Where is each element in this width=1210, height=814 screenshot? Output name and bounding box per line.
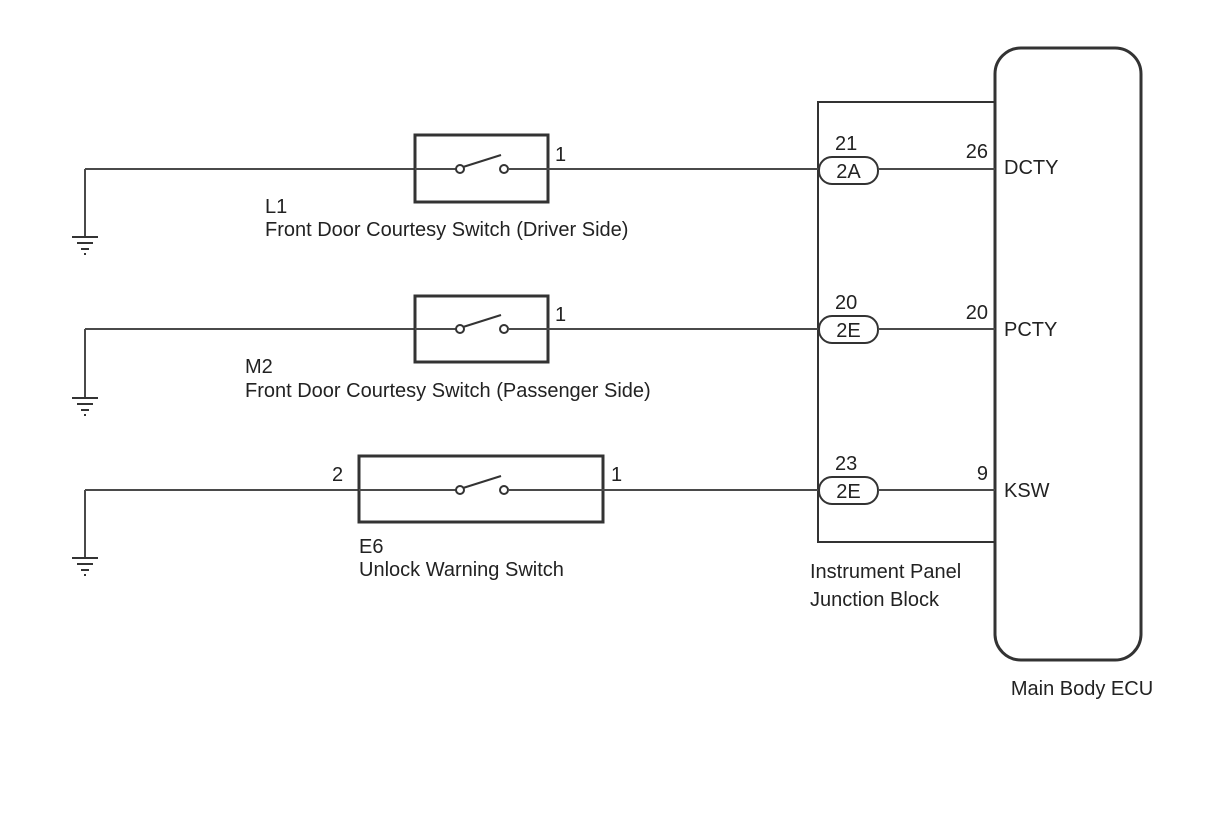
switch-code: L1 [265,196,287,218]
switch-code: E6 [359,536,383,558]
ground-icon [72,557,98,576]
ecu-pin: 9 [977,463,988,485]
connector-pill [818,156,879,185]
connector-id: 2E [836,481,860,503]
switch-code: M2 [245,356,273,378]
switch-pin-label: 2 [332,464,343,486]
ecu-pin: 20 [966,302,988,324]
circuit-row-pcty: 1 M2 Front Door Courtesy Switch (Passeng… [72,292,1057,416]
circuit-row-ksw: 2 1 E6 Unlock Warning Switch 2E 23 9 KSW [72,453,1050,581]
ecu-terminal-name: KSW [1004,480,1050,502]
switch-pin-label: 1 [611,464,622,486]
switch-pin-label: 1 [555,144,566,166]
ecu-pin: 26 [966,141,988,163]
junction-block-label-2: Junction Block [810,589,940,611]
connector-id: 2A [836,161,861,183]
switch-icon [359,475,603,495]
main-body-ecu-box [993,46,1143,662]
circuit-row-dcty: 1 L1 Front Door Courtesy Switch (Driver … [72,133,1058,255]
connector-pin: 23 [835,453,857,475]
ground-icon [72,397,98,416]
ecu-label: Main Body ECU [1011,678,1153,700]
connector-id: 2E [836,320,860,342]
switch-name: Front Door Courtesy Switch (Driver Side) [265,219,628,241]
ecu-terminal-name: DCTY [1004,157,1058,179]
switch-pin-label: 1 [555,304,566,326]
connector-pin: 21 [835,133,857,155]
switch-icon [415,314,548,334]
junction-block-box [817,101,995,543]
ecu-terminal-name: PCTY [1004,319,1057,341]
switch-icon [415,154,548,174]
ground-icon [72,236,98,255]
connector-pin: 20 [835,292,857,314]
junction-block-label-1: Instrument Panel [810,561,961,583]
switch-name: Unlock Warning Switch [359,559,564,581]
switch-name: Front Door Courtesy Switch (Passenger Si… [245,380,651,402]
